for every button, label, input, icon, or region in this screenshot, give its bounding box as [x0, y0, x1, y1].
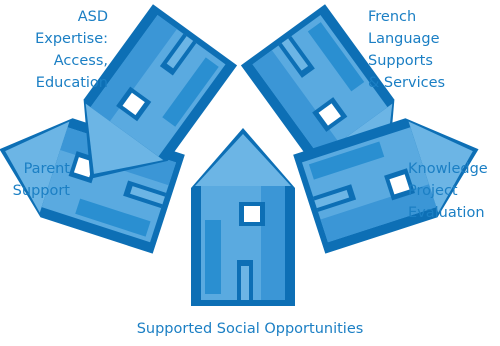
label-line: Supports	[368, 53, 433, 69]
label-knowledge-project: Knowledge Project Evaluation	[408, 158, 488, 224]
label-line: Supported Social Opportunities	[136, 321, 364, 337]
label-line: Language	[368, 31, 440, 47]
label-line: Expertise:	[35, 31, 108, 47]
label-social-opportunities: Supported Social Opportunities	[0, 318, 500, 340]
label-french-language: French Language Supports & Services	[368, 6, 445, 94]
label-line: Evaluation	[408, 205, 485, 221]
label-line: Project	[408, 183, 458, 199]
label-line: & Services	[368, 75, 446, 91]
label-line: ASD	[77, 9, 108, 25]
label-line: French	[368, 9, 417, 25]
label-line: Education	[35, 75, 108, 91]
label-line: Parent	[23, 161, 70, 177]
label-line: Support	[12, 183, 70, 199]
label-line: Knowledge	[408, 161, 488, 177]
label-parent-support: Parent Support	[13, 158, 70, 202]
label-line: Access,	[53, 53, 108, 69]
label-asd-expertise: ASD Expertise: Access, Education	[35, 6, 108, 94]
house-social	[191, 128, 295, 306]
